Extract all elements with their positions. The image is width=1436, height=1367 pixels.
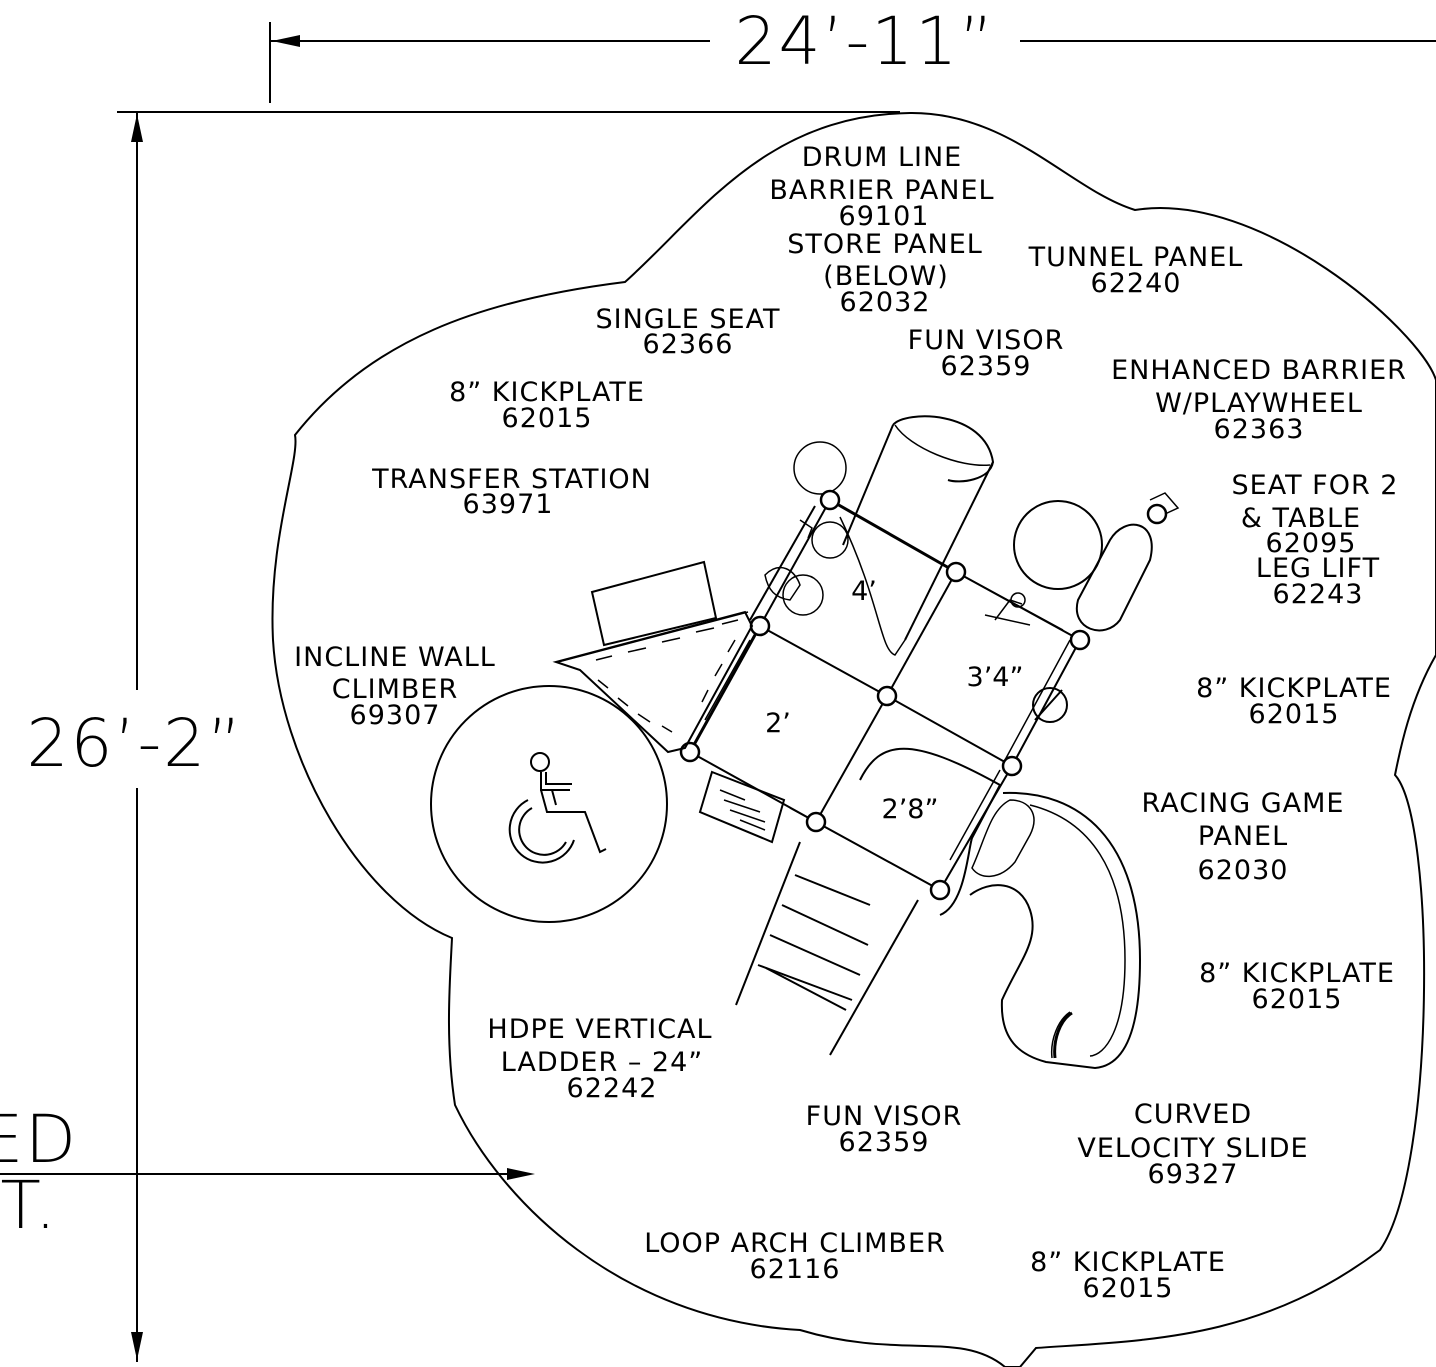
height-dimension: 26’-2” — [27, 111, 900, 1362]
svg-text:RACING GAME: RACING GAME — [1142, 788, 1345, 819]
svg-text:LOOP ARCH CLIMBER: LOOP ARCH CLIMBER — [644, 1228, 946, 1259]
deck-structure — [688, 498, 1081, 916]
incline-wall-climber — [552, 610, 754, 754]
label-loop-arch-climber: LOOP ARCH CLIMBER 62116 — [644, 1228, 946, 1285]
svg-text:LADDER – 24”: LADDER – 24” — [501, 1047, 704, 1078]
svg-text:ENHANCED BARRIER: ENHANCED BARRIER — [1111, 355, 1407, 386]
arrow-up-icon — [131, 114, 143, 142]
svg-text:62015: 62015 — [502, 403, 593, 434]
svg-text:62032: 62032 — [840, 287, 931, 318]
label-kickplate-right-2: 8” KICKPLATE 62015 — [1199, 958, 1395, 1015]
svg-text:HDPE VERTICAL: HDPE VERTICAL — [487, 1014, 712, 1045]
width-dimension: 24’-11” — [269, 3, 1436, 103]
label-single-seat: SINGLE SEAT 62366 — [596, 304, 781, 360]
svg-text:62240: 62240 — [1091, 268, 1182, 299]
label-seat-for-2: SEAT FOR 2 & TABLE 62095 — [1232, 470, 1399, 559]
svg-text:62359: 62359 — [941, 351, 1032, 382]
svg-text:62366: 62366 — [643, 329, 734, 360]
svg-text:STORE PANEL: STORE PANEL — [787, 229, 983, 260]
svg-text:62242: 62242 — [567, 1073, 658, 1104]
svg-text:TRANSFER STATION: TRANSFER STATION — [371, 464, 652, 495]
label-store-panel: STORE PANEL (BELOW) 62032 — [787, 229, 983, 318]
seat-for-2-table — [1013, 500, 1103, 590]
wheelchair-icon — [508, 752, 607, 864]
svg-text:LEG LIFT: LEG LIFT — [1256, 553, 1380, 584]
svg-text:62030: 62030 — [1198, 855, 1289, 886]
label-tunnel-panel: TUNNEL PANEL 62240 — [1028, 242, 1244, 299]
svg-text:69307: 69307 — [350, 700, 441, 731]
hdpe-vertical-ladder — [735, 841, 919, 1056]
accessible-turning-space — [430, 685, 668, 923]
svg-text:63971: 63971 — [463, 489, 554, 520]
use-zone-boundary — [271, 111, 1436, 1367]
label-hdpe-vertical-ladder: HDPE VERTICAL LADDER – 24” 62242 — [487, 1014, 712, 1104]
svg-text:62243: 62243 — [1273, 579, 1364, 610]
svg-text:62116: 62116 — [750, 1254, 841, 1285]
svg-text:CLIMBER: CLIMBER — [332, 674, 459, 705]
svg-text:FUN VISOR: FUN VISOR — [908, 325, 1065, 356]
component-labels: DRUM LINE BARRIER PANEL 69101 STORE PANE… — [294, 142, 1407, 1304]
label-fun-visor-bottom: FUN VISOR 62359 — [806, 1101, 963, 1158]
svg-text:69327: 69327 — [1148, 1159, 1239, 1190]
svg-text:62095: 62095 — [1266, 528, 1357, 559]
svg-text:TUNNEL PANEL: TUNNEL PANEL — [1028, 242, 1244, 273]
svg-text:8” KICKPLATE: 8” KICKPLATE — [449, 377, 645, 408]
svg-text:& TABLE: & TABLE — [1241, 503, 1361, 534]
side-note: ED FT. — [0, 1101, 535, 1244]
svg-text:(BELOW): (BELOW) — [823, 261, 949, 292]
deck-height-2: 2’ — [765, 708, 791, 739]
side-note-line1: ED — [0, 1101, 78, 1178]
label-racing-game-panel: RACING GAME PANEL 62030 — [1142, 788, 1345, 886]
svg-text:SINGLE SEAT: SINGLE SEAT — [596, 304, 781, 335]
label-kickplate-top-left: 8” KICKPLATE 62015 — [449, 377, 645, 434]
svg-text:SEAT FOR 2: SEAT FOR 2 — [1232, 470, 1399, 501]
height-dimension-label: 26’-2” — [27, 705, 244, 782]
svg-text:8” KICKPLATE: 8” KICKPLATE — [1030, 1247, 1226, 1278]
leg-lift — [1075, 492, 1180, 632]
label-drum-line-barrier: DRUM LINE BARRIER PANEL 69101 — [769, 142, 994, 232]
deck-height-3-4: 3’4” — [967, 662, 1024, 693]
arrow-down-icon — [131, 1332, 143, 1360]
label-kickplate-bottom: 8” KICKPLATE 62015 — [1030, 1247, 1226, 1304]
svg-text:62015: 62015 — [1083, 1273, 1174, 1304]
svg-text:W/PLAYWHEEL: W/PLAYWHEEL — [1155, 388, 1363, 419]
svg-text:62359: 62359 — [839, 1127, 930, 1158]
svg-text:BARRIER PANEL: BARRIER PANEL — [769, 175, 994, 206]
svg-text:8” KICKPLATE: 8” KICKPLATE — [1196, 673, 1392, 704]
svg-text:62015: 62015 — [1252, 984, 1343, 1015]
label-incline-wall-climber: INCLINE WALL CLIMBER 69307 — [294, 642, 496, 731]
label-enhanced-barrier: ENHANCED BARRIER W/PLAYWHEEL 62363 — [1111, 355, 1407, 445]
svg-text:CURVED: CURVED — [1134, 1099, 1252, 1130]
deck-height-labels: 4’ 3’4” 2’ 2’8” — [765, 576, 1023, 825]
svg-text:INCLINE WALL: INCLINE WALL — [294, 642, 496, 673]
svg-text:FUN VISOR: FUN VISOR — [806, 1101, 963, 1132]
single-seat — [793, 441, 847, 495]
label-transfer-station: TRANSFER STATION 63971 — [371, 464, 652, 520]
svg-text:VELOCITY SLIDE: VELOCITY SLIDE — [1077, 1133, 1308, 1164]
deck-height-2-8: 2’8” — [882, 794, 939, 825]
svg-text:DRUM LINE: DRUM LINE — [802, 142, 962, 173]
svg-text:69101: 69101 — [839, 201, 930, 232]
width-dimension-label: 24’-11” — [735, 3, 996, 80]
arrow-right-icon — [507, 1168, 535, 1180]
curved-velocity-slide — [969, 791, 1142, 1070]
label-fun-visor-top: FUN VISOR 62359 — [908, 325, 1065, 382]
arrow-left-icon — [272, 35, 300, 47]
svg-text:62015: 62015 — [1249, 699, 1340, 730]
deck-height-4: 4’ — [851, 576, 877, 607]
label-kickplate-right-1: 8” KICKPLATE 62015 — [1196, 673, 1392, 730]
racing-game-panel-plate — [698, 770, 786, 844]
label-leg-lift: LEG LIFT 62243 — [1256, 553, 1380, 610]
side-note-line2: FT. — [0, 1167, 58, 1244]
svg-text:8” KICKPLATE: 8” KICKPLATE — [1199, 958, 1395, 989]
deck-posts — [679, 489, 1091, 901]
transfer-station — [590, 560, 718, 647]
label-curved-velocity-slide: CURVED VELOCITY SLIDE 69327 — [1077, 1099, 1308, 1190]
fun-visor-tube — [842, 415, 995, 641]
svg-text:62363: 62363 — [1214, 414, 1305, 445]
svg-text:PANEL: PANEL — [1198, 821, 1288, 852]
